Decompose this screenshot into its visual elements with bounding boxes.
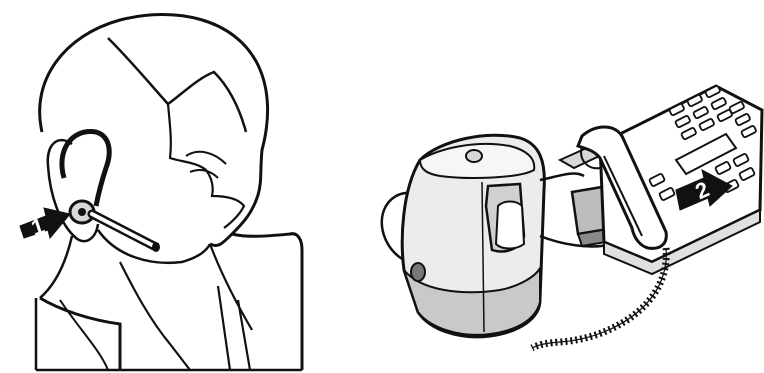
eye xyxy=(190,170,218,178)
base-unit-illustration xyxy=(382,135,545,337)
collar-right xyxy=(210,244,252,370)
neck-left xyxy=(40,236,72,298)
cradle-slot xyxy=(496,202,524,249)
collar-left xyxy=(120,262,190,370)
person-illustration xyxy=(36,15,302,370)
shoulder-outline xyxy=(40,234,302,370)
step-1-arrow: 1 xyxy=(20,208,70,241)
brow xyxy=(186,152,226,164)
shirt-fold xyxy=(60,300,108,370)
ear-hook-highlight xyxy=(67,140,104,176)
headset-icon xyxy=(70,201,160,252)
face-profile xyxy=(168,104,244,228)
side-jack xyxy=(411,263,425,281)
headset-ear-hook xyxy=(62,132,109,206)
hairline xyxy=(108,38,246,132)
base-button xyxy=(466,150,482,162)
